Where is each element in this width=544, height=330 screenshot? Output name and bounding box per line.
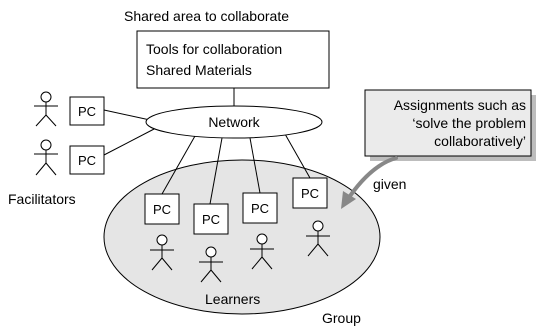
- facilitator-pc-box-2: [69, 145, 105, 175]
- learner-pc-link-4: [284, 133, 311, 179]
- given-label: given: [373, 176, 406, 192]
- learner-pc-box-1: [144, 193, 180, 225]
- learner-pc-label-2: PC: [202, 212, 220, 227]
- learner-pc-box-2: [193, 203, 229, 235]
- learner-person-icon-1: [150, 234, 174, 271]
- facilitator-person-icon-2: [34, 139, 58, 176]
- assignment-text-line-3: collaboratively’: [434, 133, 526, 149]
- learner-pc-label-3: PC: [251, 201, 269, 216]
- network-label: Network: [208, 114, 260, 130]
- facilitator-person-icon-1: [34, 91, 58, 127]
- assignment-text-line-1: Assignments such as: [394, 97, 526, 113]
- facilitator-pc-link-2: [103, 127, 157, 156]
- learner-person-icon-2: [199, 246, 223, 283]
- tools-label: Tools for collaboration: [146, 41, 282, 57]
- learner-pc-box-4: [292, 177, 328, 209]
- assignment-arrow: [348, 156, 398, 198]
- learner-pc-label-4: PC: [301, 186, 319, 201]
- assignment-arrowhead-icon: [341, 191, 356, 209]
- learner-pc-box-3: [242, 192, 278, 224]
- facilitator-pc-label-2: PC: [78, 153, 96, 168]
- facilitator-pc-label-1: PC: [78, 104, 96, 119]
- assignment-text-line-2: ‘solve the problem: [412, 115, 526, 131]
- network-ellipse: [145, 105, 323, 139]
- learner-person-icon-4: [306, 220, 330, 257]
- learners-label: Learners: [205, 291, 260, 307]
- learner-pc-link-3: [249, 137, 261, 194]
- facilitators-label: Facilitators: [8, 191, 76, 207]
- facilitator-pc-box-1: [69, 96, 105, 126]
- assignment-callout-box: [364, 89, 532, 157]
- shared-area-title: Shared area to collaborate: [124, 8, 289, 24]
- learner-pc-link-2: [209, 137, 223, 205]
- materials-label: Shared Materials: [146, 62, 252, 78]
- group-label: Group: [322, 310, 361, 326]
- learner-person-icon-3: [250, 233, 274, 270]
- shared-tools-box: [136, 30, 330, 89]
- facilitator-pc-link-1: [103, 109, 151, 121]
- learner-pc-link-1: [161, 135, 196, 195]
- learner-pc-label-1: PC: [153, 202, 171, 217]
